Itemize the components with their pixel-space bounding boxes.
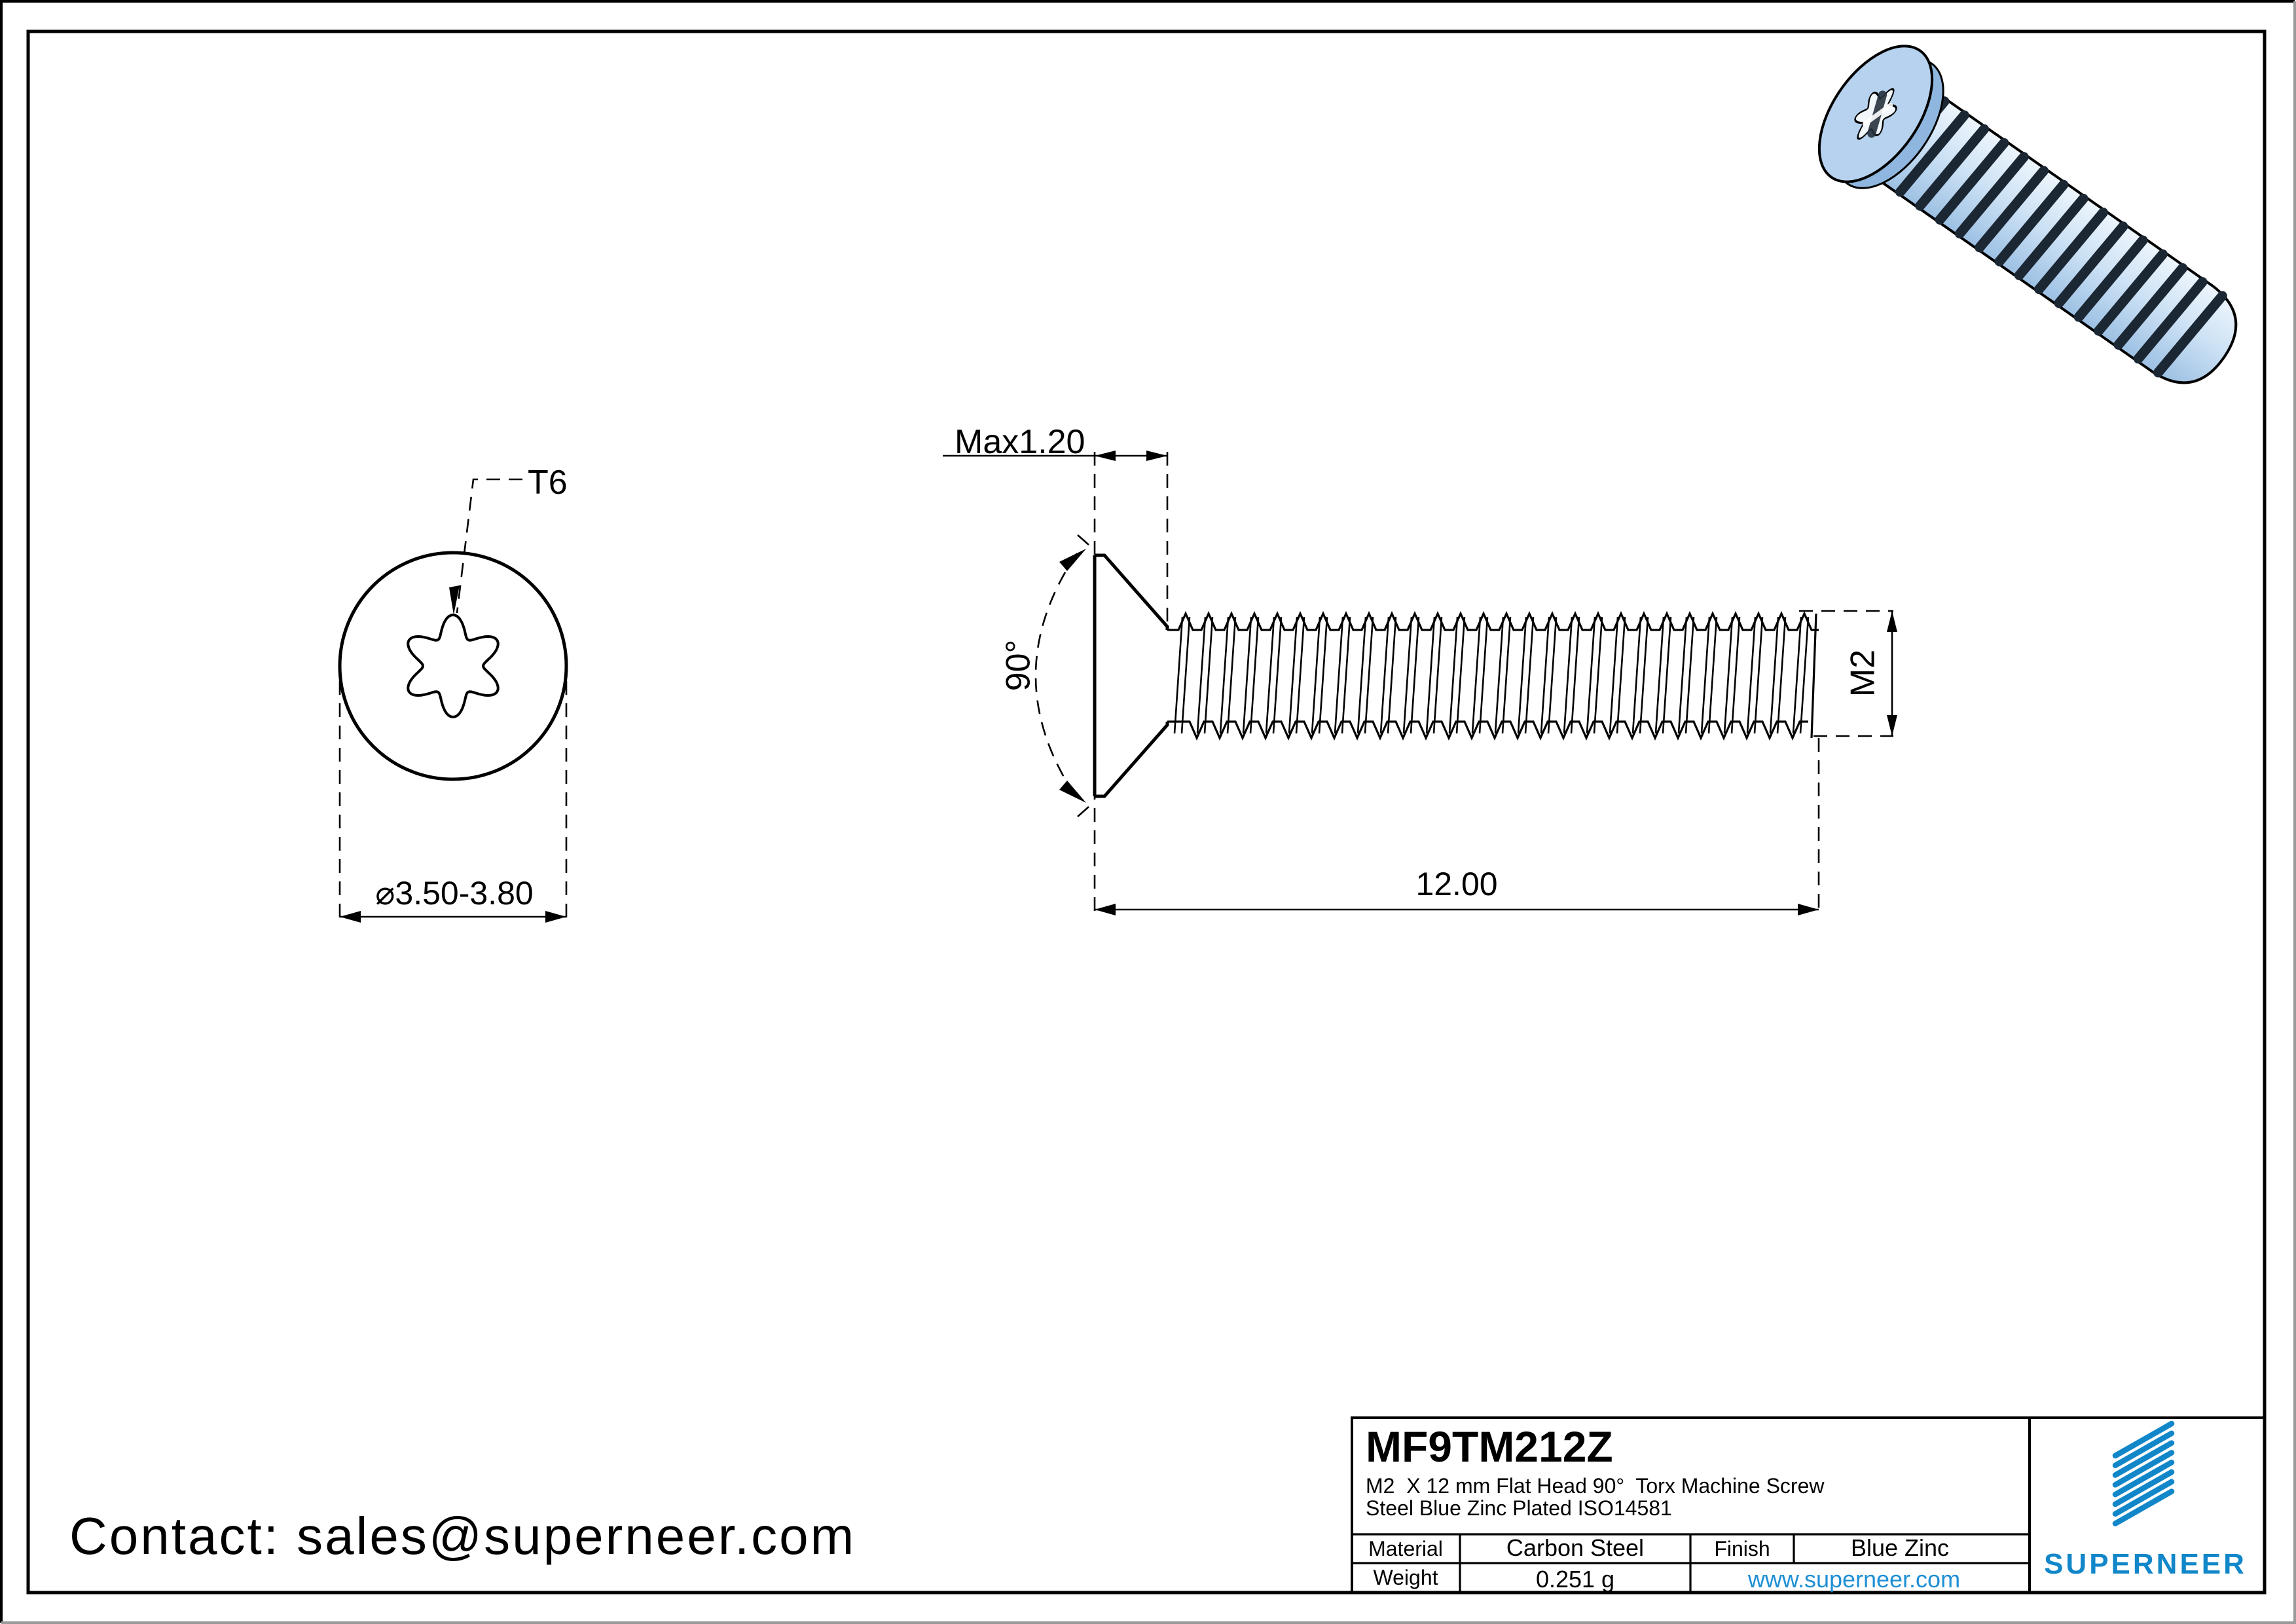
screw-3d-image — [1817, 45, 2238, 384]
angle-tick-top — [1077, 534, 1089, 545]
brand-wordmark: SUPERNEER — [2044, 1547, 2247, 1580]
countersink-angle-label: 90° — [999, 639, 1038, 692]
finish-value: Blue Zinc — [1850, 1534, 1950, 1562]
drawing-frame — [26, 29, 2267, 1595]
part-description-line1: M2 X 12 mm Flat Head 90° Torx Machine Sc… — [1366, 1474, 1825, 1498]
extension-lines — [1093, 452, 1893, 915]
thread-flank-lines — [1173, 616, 1810, 734]
angle-arc — [1034, 553, 1078, 799]
angle-arrow-bottom — [1059, 781, 1086, 803]
title-block-borders — [1351, 1416, 2266, 1594]
part-description-line2: Steel Blue Zinc Plated ISO14581 — [1366, 1496, 1672, 1520]
head-height-arrow-right — [1146, 451, 1167, 461]
length-arrow-left — [1095, 904, 1116, 915]
t6-leader-arrow — [449, 585, 460, 615]
part-number: MF9TM212Z — [1366, 1422, 1613, 1471]
thread-profile — [1167, 611, 1819, 741]
side-view-drawing — [943, 451, 1897, 915]
screw-length-label: 12.00 — [1415, 865, 1498, 902]
contact-line: Contact: sales@superneer.com — [69, 1507, 856, 1565]
torx-drive-label: T6 — [528, 464, 568, 502]
screw-head-profile — [1093, 553, 1169, 798]
angle-arrow-top — [1059, 549, 1086, 571]
table-column-lines — [1459, 1534, 1795, 1593]
thread-size-arrow-top — [1887, 611, 1897, 632]
length-arrow-right — [1798, 904, 1819, 915]
weight-label: Weight — [1373, 1566, 1438, 1590]
head-outline-circle — [338, 551, 568, 781]
diameter-extension-lines — [338, 681, 568, 925]
weight-value: 0.251 g — [1535, 1566, 1615, 1593]
superneer-logo-icon — [2112, 1420, 2175, 1526]
torx-recess-outline — [407, 613, 500, 719]
thread-size-arrow-bottom — [1887, 715, 1897, 736]
finish-label: Finish — [1714, 1537, 1770, 1561]
head-height-arrow-left — [1095, 451, 1116, 461]
material-label: Material — [1368, 1537, 1443, 1561]
head-diameter-label: ⌀3.50-3.80 — [375, 874, 534, 912]
top-view-drawing — [338, 478, 568, 925]
screw-3d-recess-highlight — [1862, 103, 1893, 126]
diameter-arrow-right — [545, 911, 566, 923]
head-height-label: Max1.20 — [955, 423, 1085, 461]
t6-leader-line — [456, 478, 522, 614]
thread-size-label: M2 — [1844, 649, 1882, 697]
website-link[interactable]: www.superneer.com — [1747, 1566, 1961, 1593]
title-block-outline — [1351, 1416, 2266, 1594]
diameter-arrow-left — [340, 911, 361, 923]
material-value: Carbon Steel — [1506, 1534, 1645, 1562]
angle-tick-bottom — [1077, 806, 1089, 817]
